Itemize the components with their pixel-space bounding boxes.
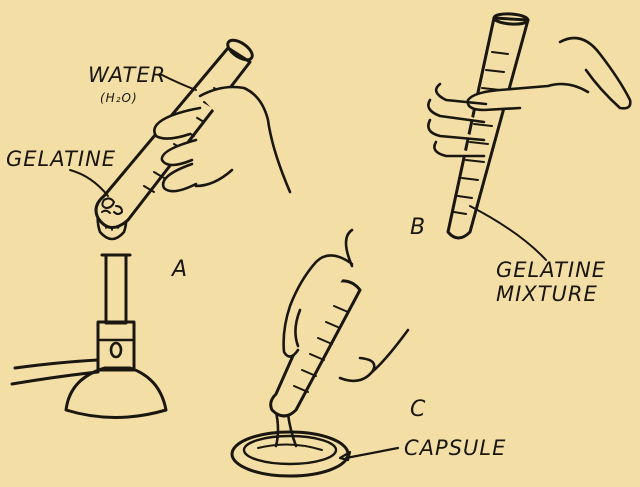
capsule-dish: [232, 432, 348, 476]
panel-a-letter: A: [170, 257, 188, 282]
gelatine-mixture-label-line2: MIXTURE: [496, 282, 598, 306]
capsule-leader-line: [346, 448, 398, 458]
bunsen-burner: [12, 255, 166, 418]
hand-b: [428, 38, 630, 156]
water-label: WATER: [88, 63, 166, 87]
water-formula-label: (H₂O): [100, 91, 138, 105]
panel-b-letter: B: [410, 215, 426, 240]
panel-c-letter: C: [410, 397, 426, 422]
panel-c-pouring: C CAPSULE: [232, 230, 506, 476]
test-tube-b: [448, 13, 528, 238]
panel-b-mixing: B GELATINE MIXTURE: [410, 13, 630, 306]
gelatine-mixture-label-line1: GELATINE: [496, 258, 606, 282]
panel-a-heating: WATER (H₂O) GELATINE A: [6, 36, 290, 417]
mixture-leader-line: [470, 206, 546, 260]
gelatine-label: GELATINE: [6, 147, 116, 171]
capsule-arrowhead: [340, 452, 350, 460]
capsule-label: CAPSULE: [404, 436, 506, 460]
gelatine-leader-line: [70, 170, 108, 196]
